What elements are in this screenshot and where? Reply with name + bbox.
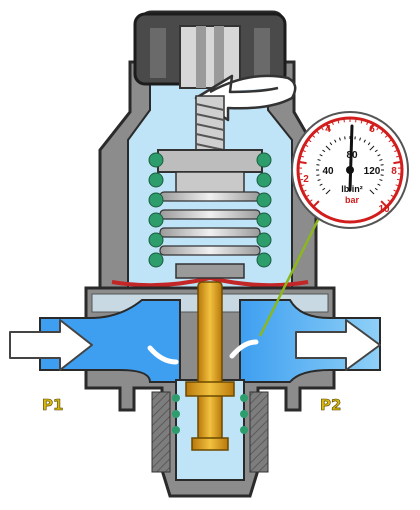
pressure-gauge: 2 4 6 8 10 40 80 120 lb/in² bar — [291, 111, 409, 229]
gauge-inner-tick — [317, 159, 321, 161]
gauge-psi-label-120: 120 — [364, 166, 381, 177]
gauge-inner-tick — [319, 183, 323, 186]
gauge-bar-label-8: 8 — [391, 166, 397, 177]
gauge-tick — [388, 139, 393, 143]
adjusting-knob[interactable] — [133, 12, 287, 89]
gauge-tick — [366, 121, 369, 126]
gauge-tick — [384, 134, 389, 138]
gauge-bar-label-4: 4 — [325, 124, 331, 135]
gauge-inner-tick — [359, 137, 361, 141]
gauge-bar-label-6: 6 — [369, 124, 375, 135]
gauge-tick — [307, 139, 312, 143]
gauge-tick — [300, 184, 305, 187]
gauge-tick-marks — [298, 118, 402, 208]
gauge-tick — [315, 130, 320, 134]
gauge-tick — [360, 119, 363, 124]
gauge-tick — [331, 121, 334, 126]
gauge-inner-tick — [379, 179, 383, 181]
gauge-tick — [298, 178, 304, 181]
gauge-tick — [395, 184, 400, 187]
gauge-tick — [311, 134, 316, 138]
gauge-inner-tick — [377, 183, 381, 186]
gauge-inner-tick — [374, 187, 378, 191]
gauge-tick — [312, 200, 320, 208]
gauge-pivot — [346, 166, 354, 174]
gauge-inner-tick — [339, 137, 341, 141]
gauge-tick — [380, 200, 388, 208]
gauge-tick — [380, 130, 385, 134]
gauge-inner-tick — [317, 179, 321, 181]
gauge-tick — [387, 199, 392, 203]
gauge-tick — [396, 155, 401, 158]
valve-stem — [185, 281, 235, 451]
gauge-bar-label-2: 2 — [303, 174, 309, 185]
gauge-tick — [337, 119, 340, 124]
gauge-inner-tick — [367, 142, 371, 146]
diaphragm — [111, 263, 309, 288]
gauge-psi-unit: lb/in² — [341, 184, 363, 194]
gauge-inner-tick — [377, 154, 381, 157]
adjusting-screw — [195, 95, 225, 157]
gauge-tick — [393, 189, 398, 193]
gauge-inner-tick — [334, 139, 337, 143]
inlet-label: P1 — [42, 396, 63, 414]
flow-arrows — [147, 339, 259, 365]
gauge-needle — [348, 124, 354, 192]
gauge-inner-tick — [379, 159, 383, 161]
gauge-inner-tick — [325, 145, 331, 151]
inlet-arrow-icon — [9, 319, 93, 371]
main-spring — [148, 152, 272, 268]
gauge-tick — [396, 178, 402, 181]
gauge-tick — [369, 123, 375, 132]
gauge-tick — [305, 194, 310, 198]
gauge-bar-unit: bar — [345, 195, 360, 205]
gauge-tick — [325, 123, 331, 132]
gauge-tick — [298, 160, 307, 165]
gauge-connector — [258, 211, 324, 337]
outlet-arrow-icon — [295, 319, 381, 371]
gauge-inner-tick — [374, 149, 378, 153]
gauge-inner-tick — [322, 149, 326, 153]
gauge-inner-tick — [329, 142, 333, 146]
gauge-tick — [304, 144, 309, 147]
gauge-inner-tick — [325, 189, 331, 195]
gauge-tick — [302, 189, 307, 193]
gauge-inner-tick — [363, 139, 366, 143]
gauge-tick — [299, 155, 304, 158]
gauge-tick — [301, 149, 306, 153]
gauge-tick — [308, 199, 313, 203]
gauge-tick — [391, 144, 396, 147]
gauge-tick — [320, 126, 324, 131]
gauge-tick — [394, 149, 399, 153]
gauge-tick — [376, 126, 380, 131]
gauge-psi-label-40: 40 — [322, 166, 334, 177]
gauge-tick — [390, 194, 395, 198]
gauge-inner-tick — [322, 187, 326, 191]
outlet-label: P2 — [320, 396, 341, 414]
gauge-inner-tick — [319, 154, 323, 157]
gauge-tick — [393, 160, 402, 165]
gauge-inner-tick — [369, 189, 375, 195]
gauge-bar-label-10: 10 — [378, 204, 390, 215]
gauge-inner-tick — [369, 145, 375, 151]
